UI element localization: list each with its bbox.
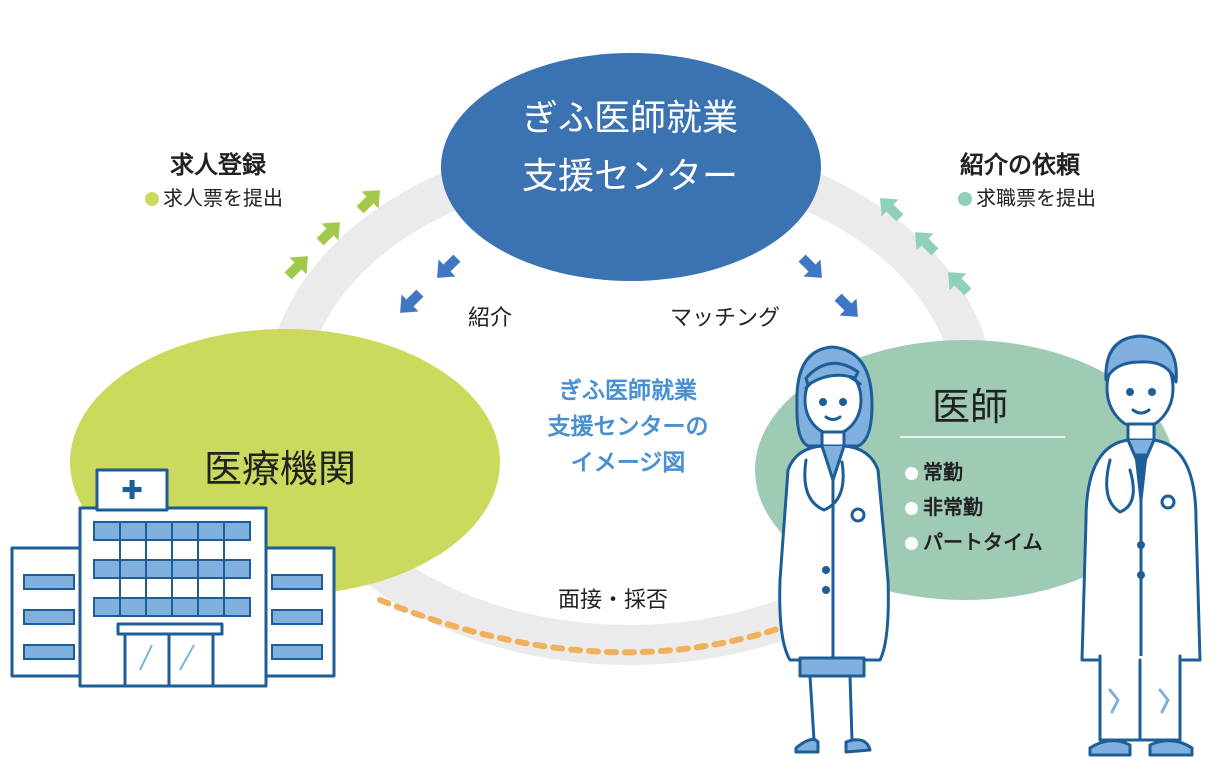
employment-type-item: 常勤 [905,455,1043,490]
medical-institution-label: 医療機関 [203,447,356,491]
introduction-request-title: 紹介の依頼 [960,151,1080,179]
matching-edge-label: マッチング [670,306,781,331]
interview-edge-label: 面接・採否 [558,588,669,613]
job-registration-sub-text: 求人票を提出 [163,186,283,210]
arrow-icon [880,198,904,222]
bullet-dot-icon [905,537,918,550]
caption-line3: イメージ図 [570,450,686,476]
employment-type-list: 常勤 非常勤 パートタイム [905,455,1043,560]
caption-line2: 支援センターの [547,414,709,440]
bullet-dot-icon [905,467,918,480]
job-registration-arrows [284,190,380,280]
introduction-request-arrows [880,198,972,296]
employment-type-item: パートタイム [905,525,1043,560]
hospital-sign-icon: ✚ [121,476,143,506]
window-dividers [119,522,225,616]
support-center-title-line1: ぎふ医師就業 [521,98,738,139]
caption-line1: ぎふ医師就業 [559,378,697,404]
door-glass [139,644,195,671]
introduction-edge-label: 紹介 [468,306,513,331]
introduction-request-subtitle: 求職票を提出 [958,182,1096,211]
arrow-icon [798,254,822,278]
support-center-title: ぎふ医師就業 支援センター [470,90,790,206]
arrow-icon [437,254,461,278]
bullet-dot-icon [145,192,159,206]
job-registration-subtitle: 求人票を提出 [145,182,283,211]
arrow-icon [834,293,858,317]
job-registration-title: 求人登録 [170,151,266,179]
diagram-caption: ぎふ医師就業 支援センターの イメージ図 [508,373,748,481]
male-doctor-illustration [1080,334,1202,757]
arrow-icon [948,272,972,296]
bullet-dot-icon [958,192,972,206]
support-center-node [441,53,821,281]
arrow-icon [915,232,939,256]
arrow-icon [356,190,380,214]
doctor-label: 医師 [931,385,1008,429]
employment-type-item: 非常勤 [905,490,1043,525]
support-center-title-line2: 支援センター [521,156,738,197]
introduction-arrows [400,254,461,313]
arrow-icon [400,289,424,313]
arrow-icon [284,256,308,280]
female-doctor-illustration [778,345,890,754]
matching-arrows [798,254,858,317]
introduction-request-sub-text: 求職票を提出 [976,186,1096,210]
interview-dashed-line [377,597,793,656]
arrow-icon [316,222,340,246]
bullet-dot-icon [905,502,918,515]
